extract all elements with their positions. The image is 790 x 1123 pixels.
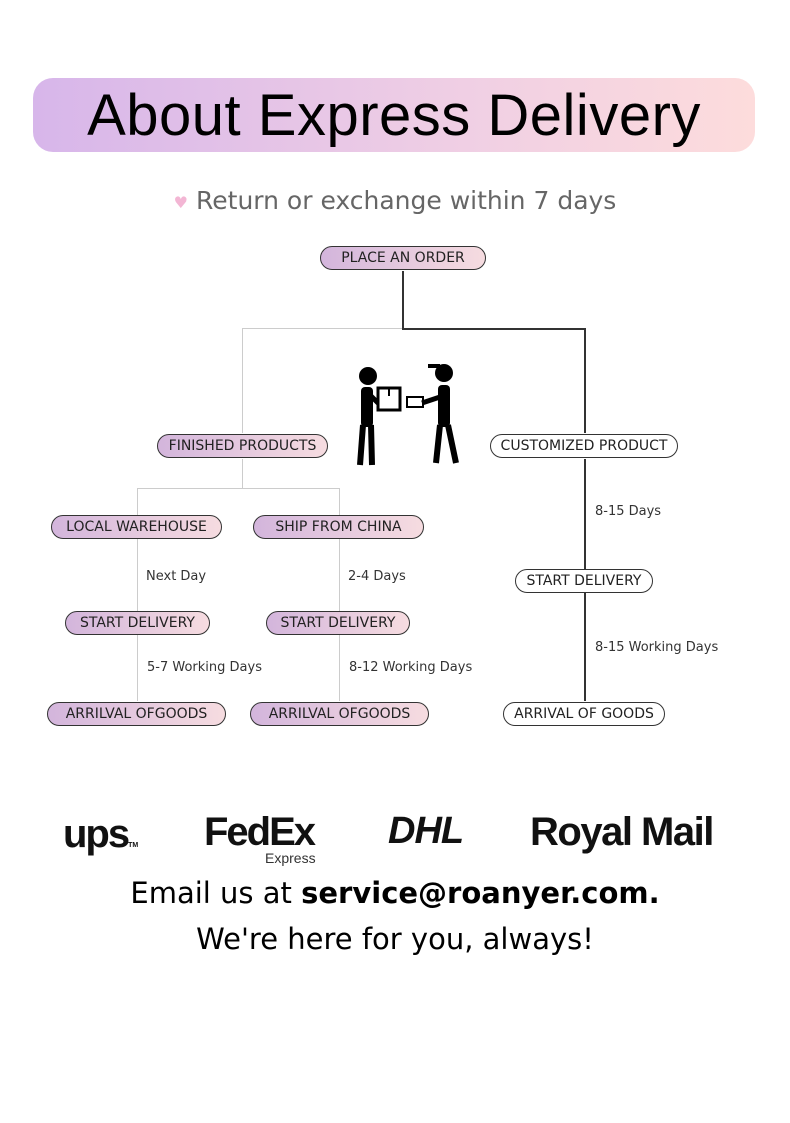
finished-products-node: FINISHED PRODUCTS bbox=[157, 434, 328, 458]
ship-from-china-node: SHIP FROM CHINA bbox=[253, 515, 424, 539]
place-order-node: PLACE AN ORDER bbox=[320, 246, 486, 270]
custom-time-2: 8-15 Working Days bbox=[595, 640, 719, 655]
local-arrival-node: ARRILVAL OFGOODS bbox=[47, 702, 226, 726]
connector bbox=[402, 271, 404, 329]
china-time-1: 2-4 Days bbox=[348, 569, 406, 584]
connector bbox=[339, 488, 340, 701]
local-time-1: Next Day bbox=[146, 569, 207, 584]
local-time-2: 5-7 Working Days bbox=[147, 660, 262, 675]
fedex-logo: FedEx bbox=[204, 810, 316, 854]
connector bbox=[584, 328, 586, 433]
connector bbox=[137, 488, 138, 701]
email-link[interactable]: service@roanyer.com. bbox=[301, 876, 660, 910]
dhl-logo: DHL bbox=[388, 810, 464, 852]
package-handover-icon bbox=[357, 364, 459, 466]
china-start-delivery-node: START DELIVERY bbox=[266, 611, 410, 635]
custom-time-1: 8-15 Days bbox=[595, 504, 662, 519]
connector bbox=[242, 459, 243, 488]
connector bbox=[402, 328, 585, 330]
contact-tagline: We're here for you, always! bbox=[196, 922, 594, 956]
local-start-delivery-node: START DELIVERY bbox=[65, 611, 210, 635]
header-banner: About Express Delivery bbox=[33, 78, 755, 152]
custom-arrival-node: ARRIVAL OF GOODS bbox=[503, 702, 665, 726]
page-title: About Express Delivery bbox=[87, 82, 701, 148]
royal-mail-logo: Royal Mail bbox=[530, 810, 714, 854]
subtitle: ♥ Return or exchange within 7 days bbox=[0, 186, 790, 215]
local-warehouse-node: LOCAL WAREHOUSE bbox=[51, 515, 222, 539]
customized-product-node: CUSTOMIZED PRODUCT bbox=[490, 434, 678, 458]
subtitle-text: Return or exchange within 7 days bbox=[196, 186, 617, 215]
heart-icon: ♥ bbox=[173, 192, 189, 212]
custom-start-delivery-node: START DELIVERY bbox=[515, 569, 653, 593]
connector bbox=[242, 328, 403, 329]
ups-logo: upsTM bbox=[63, 812, 139, 856]
china-time-2: 8-12 Working Days bbox=[349, 660, 473, 675]
china-arrival-node: ARRILVAL OFGOODS bbox=[250, 702, 429, 726]
connector bbox=[242, 328, 243, 433]
fedex-express-label: Express bbox=[265, 850, 316, 866]
connector bbox=[137, 488, 340, 489]
contact-email-line: Email us at service@roanyer.com. bbox=[130, 876, 660, 910]
